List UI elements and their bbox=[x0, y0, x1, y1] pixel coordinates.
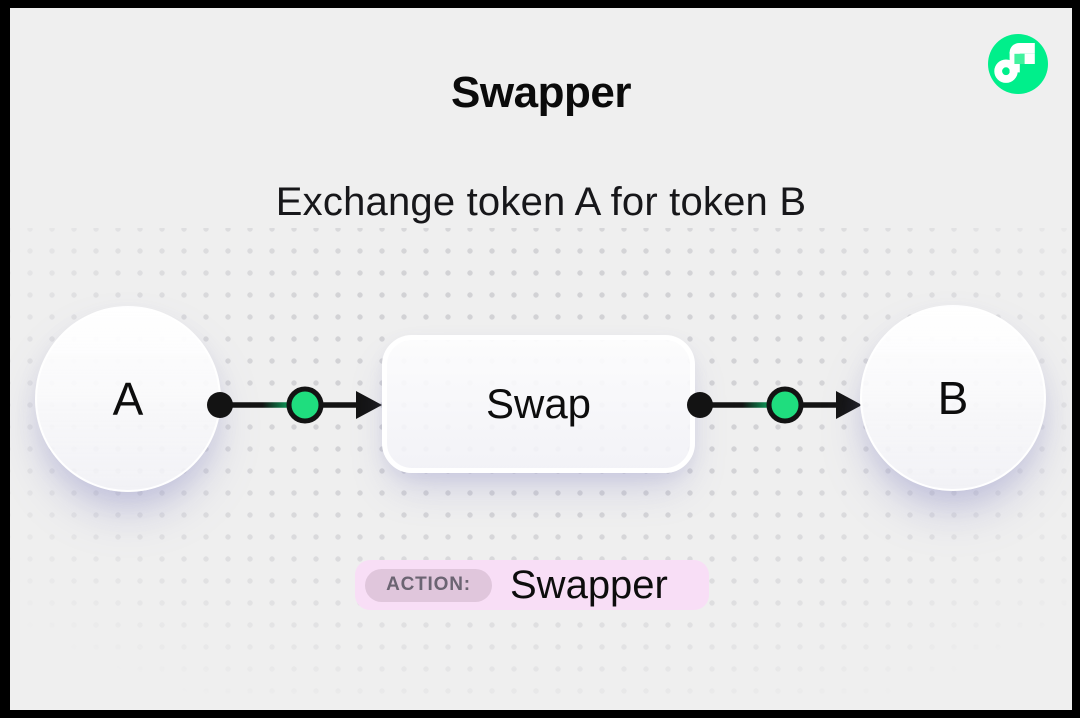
token-a-label: A bbox=[112, 373, 144, 425]
page-subtitle: Exchange token A for token B bbox=[275, 180, 807, 224]
token-flow-dot bbox=[286, 386, 324, 424]
action-badge: ACTION: Swapper bbox=[355, 560, 709, 610]
action-badge-value: Swapper bbox=[510, 562, 668, 607]
token-flow-dot bbox=[766, 386, 804, 424]
token-a-node: A bbox=[35, 306, 221, 492]
connector-start-dot bbox=[687, 392, 713, 418]
arrowhead-icon bbox=[356, 391, 382, 419]
connector-start-dot bbox=[207, 392, 233, 418]
action-badge-pill: ACTION: bbox=[365, 568, 492, 602]
swap-process-node: Swap bbox=[382, 335, 695, 473]
flow-logo-icon bbox=[988, 34, 1048, 94]
connector-a-to-swap bbox=[207, 386, 382, 424]
card-canvas: Swapper Exchange token A for token B A S… bbox=[10, 8, 1072, 710]
token-b-label: B bbox=[937, 372, 969, 424]
action-badge-label: ACTION: bbox=[386, 574, 471, 595]
page-title: Swapper bbox=[451, 68, 631, 117]
arrowhead-icon bbox=[836, 391, 862, 419]
flow-logo-mint-square bbox=[1014, 53, 1025, 64]
token-b-node: B bbox=[860, 305, 1046, 491]
connector-swap-to-b bbox=[687, 386, 862, 424]
swap-process-label: Swap bbox=[485, 380, 592, 427]
